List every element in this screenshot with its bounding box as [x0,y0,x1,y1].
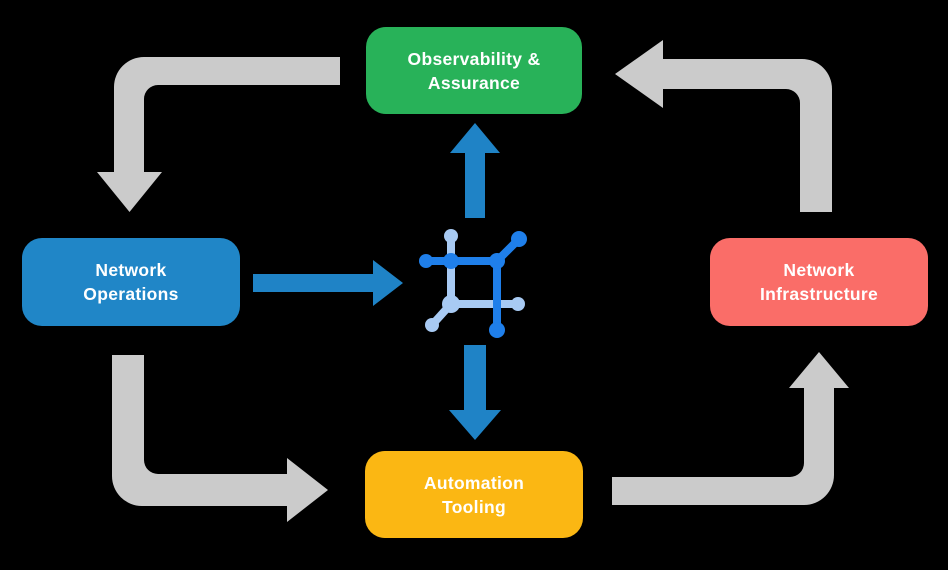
node-label-line: Network [783,260,855,280]
node-label-line: Network [95,260,167,280]
gray-arrow-operations-to-automation [112,355,328,522]
node-label-line: Tooling [442,496,506,517]
node-observability-assurance: Observability & Assurance [366,27,582,114]
node-network-operations: Network Operations [22,238,240,326]
node-network-infrastructure: Network Infrastructure [710,238,928,326]
node-label-line: Automation [423,472,525,493]
node-label-line: Assurance [427,72,521,93]
gray-arrow-infrastructure-to-observability [615,40,832,212]
node-label-line: Infrastructure [760,284,878,304]
node-automation-tooling: Automation Tooling [365,451,583,538]
node-label-line: Operations [83,284,179,304]
node-label-line: Observability & [407,48,541,69]
blue-arrow-operations-to-icon [253,260,403,306]
mesh-light-nodes [425,229,525,332]
network-mesh-icon [419,229,527,338]
mesh-dark-nodes [419,231,527,338]
gray-arrow-automation-to-infrastructure [612,352,849,505]
gray-arrow-observability-to-operations [97,57,340,212]
blue-arrow-icon-to-observability [450,123,500,218]
blue-arrow-icon-to-automation [449,345,501,440]
